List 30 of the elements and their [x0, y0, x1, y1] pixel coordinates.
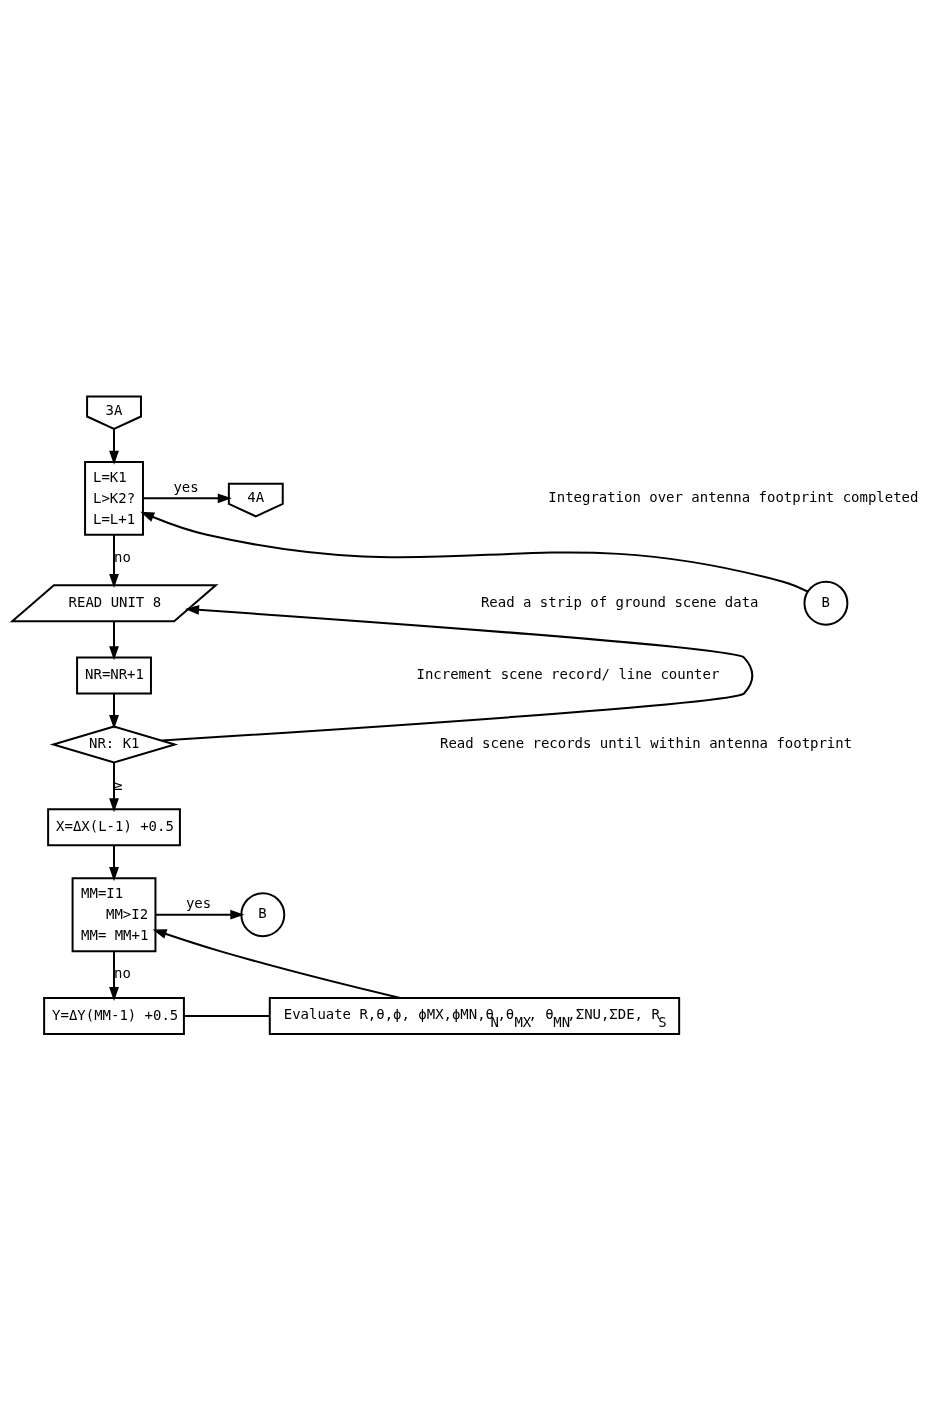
arrow — [109, 533, 119, 588]
arrow — [109, 692, 119, 729]
connector — [183, 1014, 271, 1017]
label: Increment scene record/ line counter — [416, 665, 720, 682]
node-circle: B — [803, 580, 849, 626]
arrow — [140, 511, 809, 593]
arrow — [154, 909, 245, 920]
edge-label: yes — [185, 894, 212, 911]
arrow — [109, 844, 119, 881]
arrow — [160, 604, 754, 742]
arrow — [109, 949, 119, 1001]
arrow — [152, 928, 402, 999]
arrow — [109, 427, 119, 465]
edge-label: no — [114, 548, 131, 565]
edge-label: no — [114, 964, 131, 981]
node-box: MM=I1 MM>I2 MM= MM+1 — [71, 876, 157, 952]
arrow — [109, 619, 119, 660]
arrow — [142, 492, 232, 503]
arrow — [109, 761, 119, 812]
node-diamond: NR: K1 — [49, 724, 179, 763]
edge-label: ≥ — [114, 776, 123, 793]
node-box: Y=ΔY(MM-1) +0.5 — [43, 996, 185, 1035]
node-box: NR=NR+1 — [76, 656, 152, 695]
label: Integration over antenna footprint completed — [548, 488, 919, 505]
label: Read a strip of ground scene data — [480, 593, 759, 610]
node-box: L=K1 L>K2? L=L+1 — [84, 460, 144, 536]
node-box: X=ΔX(L-1) +0.5 — [47, 807, 181, 846]
node-circle: B — [240, 891, 286, 937]
label: Read scene records until within antenna footprint — [440, 734, 853, 751]
edge-label: yes — [173, 478, 199, 495]
